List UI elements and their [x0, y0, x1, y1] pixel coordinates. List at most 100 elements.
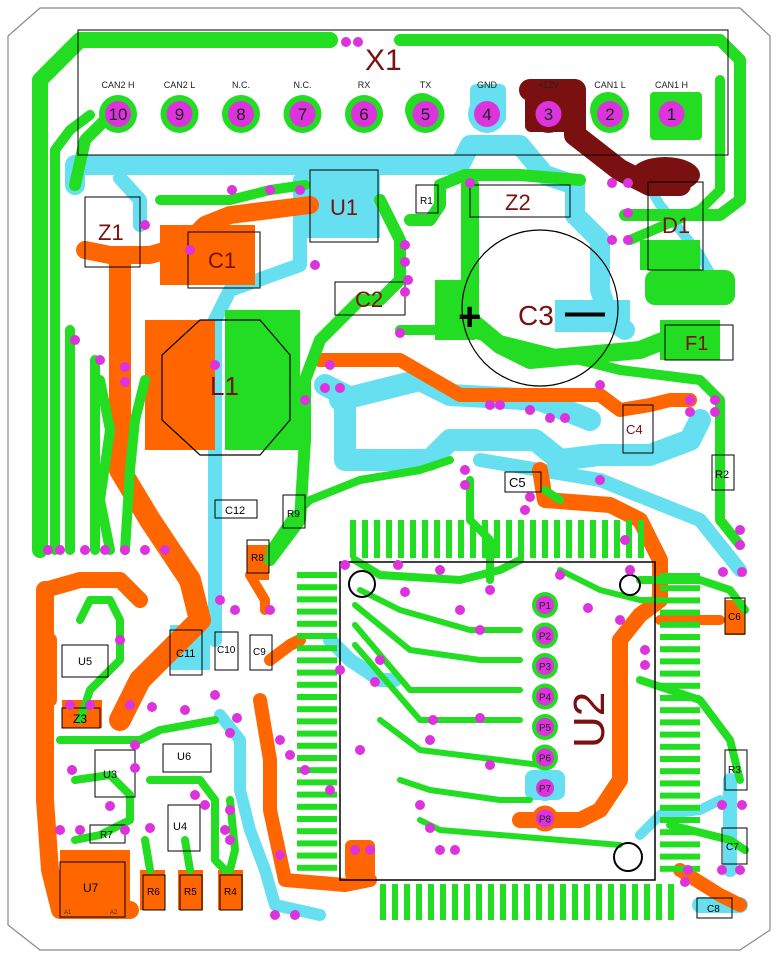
pin-pad [228, 101, 254, 127]
via [290, 910, 300, 920]
pin-pad [597, 101, 623, 127]
u2-top-pin [578, 520, 584, 558]
u2-left-pin [297, 755, 337, 761]
test-point-label: P3 [539, 662, 552, 673]
via [685, 395, 695, 405]
via [353, 37, 363, 47]
u2-top-pin [518, 520, 524, 558]
pin-label: +12V [538, 80, 559, 90]
via [400, 287, 410, 297]
label-r7: R7 [100, 830, 113, 841]
via [370, 677, 380, 687]
label-z2: Z2 [505, 190, 531, 215]
via [525, 492, 535, 502]
u2-bottom-pin [620, 884, 626, 920]
via [400, 240, 410, 250]
u2-right-pin [660, 609, 700, 616]
label-d1: D1 [662, 213, 690, 238]
u2-top-pin [566, 520, 572, 558]
u2-right-pin [660, 865, 700, 872]
via [130, 740, 140, 750]
u2-bottom-pin [536, 884, 542, 920]
label-c7: C7 [726, 842, 739, 853]
via [355, 745, 365, 755]
via [232, 713, 242, 723]
via [160, 545, 170, 555]
connector-pin-7: 7N.C. [283, 80, 322, 133]
via [227, 185, 237, 195]
label-z3: Z3 [73, 712, 87, 726]
u2-top-pin [470, 520, 476, 558]
u2-top-pin [542, 520, 548, 558]
u2-right-pin [660, 670, 700, 677]
u2-bottom-pin [464, 884, 470, 920]
u2-right-pin [660, 719, 700, 726]
u2-left-pin [297, 706, 337, 713]
label-u5: U5 [78, 656, 92, 668]
pin-number: 7 [298, 105, 307, 124]
via [735, 525, 745, 535]
via [210, 690, 220, 700]
u2-top-pin [614, 520, 620, 558]
via [180, 705, 190, 715]
u2-bottom-pin [560, 884, 566, 920]
u2-right-pin [660, 841, 700, 848]
via [120, 377, 130, 387]
u2-right-pin [660, 585, 700, 592]
via [65, 700, 75, 710]
label-r3: R3 [728, 765, 741, 776]
pin-number: 5 [421, 105, 430, 124]
pin-number: 6 [359, 105, 368, 124]
via [640, 660, 650, 670]
test-point-pad [536, 748, 554, 767]
via [125, 700, 135, 710]
u2-top-pin [350, 520, 356, 558]
label-u3: U3 [103, 769, 117, 781]
pin-number: 8 [236, 105, 245, 124]
test-point-pad [536, 809, 554, 828]
u2-top-pin [554, 520, 560, 558]
u2-right-pin [660, 621, 700, 628]
via [270, 910, 280, 920]
via [718, 567, 728, 577]
via [230, 605, 240, 615]
via [200, 800, 210, 810]
u2-bottom-pin [428, 884, 434, 920]
via [220, 825, 230, 835]
u2-top-pin [638, 520, 644, 558]
u2-bottom-pin [440, 884, 446, 920]
u2-bottom-pin [392, 884, 398, 920]
via [710, 395, 720, 405]
pin-pad [474, 101, 500, 127]
via [185, 245, 195, 255]
test-point-pad [536, 596, 554, 614]
via [340, 560, 350, 570]
via [623, 208, 633, 218]
pin-pad [412, 101, 439, 127]
via [325, 785, 335, 795]
c3-minus: — [565, 290, 605, 334]
label-r2: R2 [715, 469, 729, 481]
u2-left-pin [297, 572, 337, 578]
u2-right-pin [660, 634, 700, 640]
via [607, 235, 617, 245]
pin-label: CAN1 L [594, 80, 626, 90]
via [615, 615, 625, 625]
via [460, 465, 470, 475]
via [320, 383, 330, 393]
via [620, 535, 630, 545]
label-c1: C1 [208, 248, 236, 273]
via [595, 380, 605, 390]
u2-bottom-pin [380, 884, 386, 920]
via [737, 567, 747, 577]
pin-number: 4 [482, 105, 491, 124]
pin-pad [166, 101, 193, 127]
label-r8: R8 [251, 553, 264, 564]
test-point-pad [536, 779, 554, 797]
via [640, 645, 650, 655]
u2-top-pin [446, 520, 452, 558]
test-point-pad [536, 657, 554, 675]
connector-pin-3: 3+12V [529, 80, 568, 133]
